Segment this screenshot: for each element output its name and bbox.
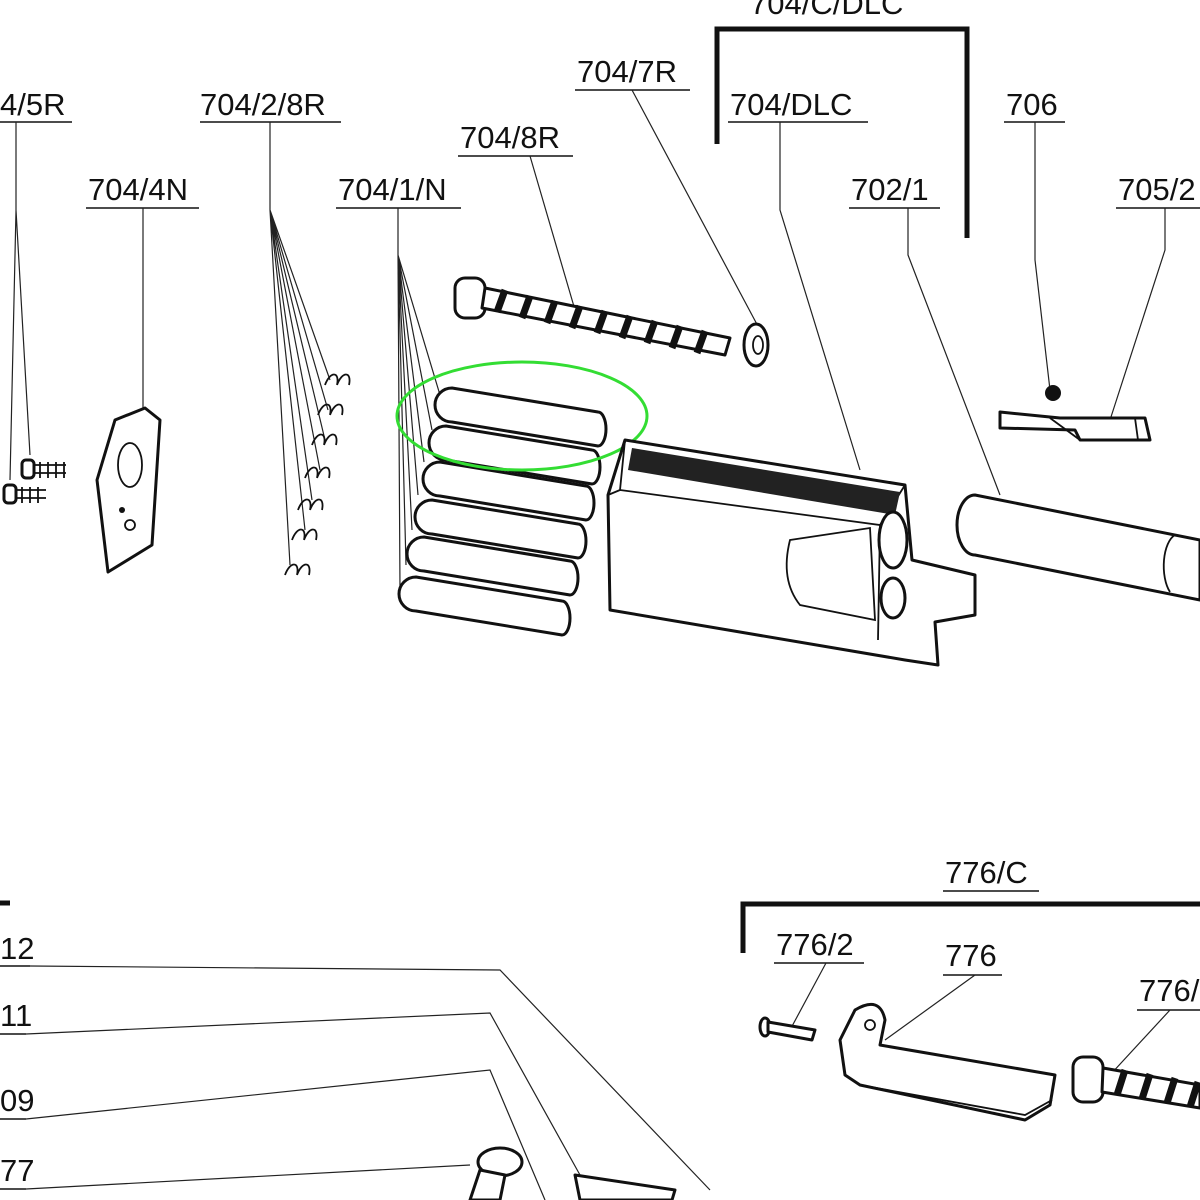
leader-lines bbox=[9, 89, 1171, 1200]
label-776-2: 776/2 bbox=[774, 927, 864, 964]
svg-text:776/C: 776/C bbox=[945, 855, 1028, 890]
ball-part bbox=[1045, 385, 1061, 401]
small-springs bbox=[284, 373, 351, 576]
label-704-4n: 704/4N bbox=[86, 172, 199, 209]
svg-text:12: 12 bbox=[0, 931, 34, 966]
svg-text:11: 11 bbox=[0, 998, 32, 1033]
label-776: 776 bbox=[943, 938, 1002, 976]
knob-part bbox=[468, 1146, 524, 1200]
svg-text:776: 776 bbox=[945, 938, 997, 973]
svg-text:704/2/8R: 704/2/8R bbox=[200, 87, 326, 122]
label-705-2: 705/2 bbox=[1116, 172, 1200, 209]
svg-text:776/: 776/ bbox=[1139, 973, 1200, 1008]
latch-part bbox=[998, 410, 1152, 442]
lever-part bbox=[838, 1002, 1057, 1122]
label-704-8r: 704/8R bbox=[458, 120, 573, 157]
label-704-2-8r: 704/2/8R bbox=[200, 87, 341, 123]
label-706: 706 bbox=[1004, 87, 1065, 123]
label-704-1-n: 704/1/N bbox=[336, 172, 461, 209]
bracket-776-c bbox=[740, 901, 1200, 953]
plate-part bbox=[95, 406, 162, 574]
svg-text:704/1/N: 704/1/N bbox=[338, 172, 447, 207]
svg-text:4/5R: 4/5R bbox=[0, 87, 65, 122]
screw-part bbox=[2, 458, 66, 505]
svg-text:704/8R: 704/8R bbox=[460, 120, 560, 155]
housing-part bbox=[606, 438, 977, 667]
svg-text:704/DLC: 704/DLC bbox=[730, 87, 852, 122]
svg-text:704/C/DLC: 704/C/DLC bbox=[750, 0, 903, 21]
pin-part bbox=[758, 1016, 817, 1042]
svg-text:09: 09 bbox=[0, 1083, 34, 1118]
cylinder-rollers bbox=[397, 386, 608, 637]
svg-text:704/4N: 704/4N bbox=[88, 172, 188, 207]
svg-text:705/2: 705/2 bbox=[1118, 172, 1196, 207]
svg-text:702/1: 702/1 bbox=[851, 172, 929, 207]
label-776-x: 776/ bbox=[1137, 973, 1200, 1011]
label-704-5r: 4/5R bbox=[0, 87, 72, 123]
spring-rod-776 bbox=[1071, 1055, 1200, 1110]
label-11: 11 bbox=[0, 998, 32, 1035]
label-704-dlc: 704/DLC bbox=[728, 87, 868, 123]
washer-part bbox=[742, 322, 770, 368]
label-776-c: 776/C bbox=[943, 855, 1039, 892]
label-09: 09 bbox=[0, 1083, 34, 1120]
svg-text:706: 706 bbox=[1006, 87, 1058, 122]
bracket-704-c-dlc bbox=[714, 26, 970, 238]
slide-part bbox=[573, 1173, 677, 1200]
label-12: 12 bbox=[0, 931, 34, 967]
label-704-c-dlc: 704/C/DLC bbox=[750, 0, 903, 21]
label-704-7r: 704/7R bbox=[575, 54, 690, 91]
spring-rod bbox=[453, 276, 732, 357]
svg-text:776/2: 776/2 bbox=[776, 927, 854, 962]
label-77: 77 bbox=[0, 1153, 34, 1190]
tube-part bbox=[955, 493, 1200, 602]
svg-text:704/7R: 704/7R bbox=[577, 54, 677, 89]
label-702-1: 702/1 bbox=[849, 172, 940, 209]
highlight-ellipse bbox=[395, 360, 649, 472]
svg-text:77: 77 bbox=[0, 1153, 34, 1188]
